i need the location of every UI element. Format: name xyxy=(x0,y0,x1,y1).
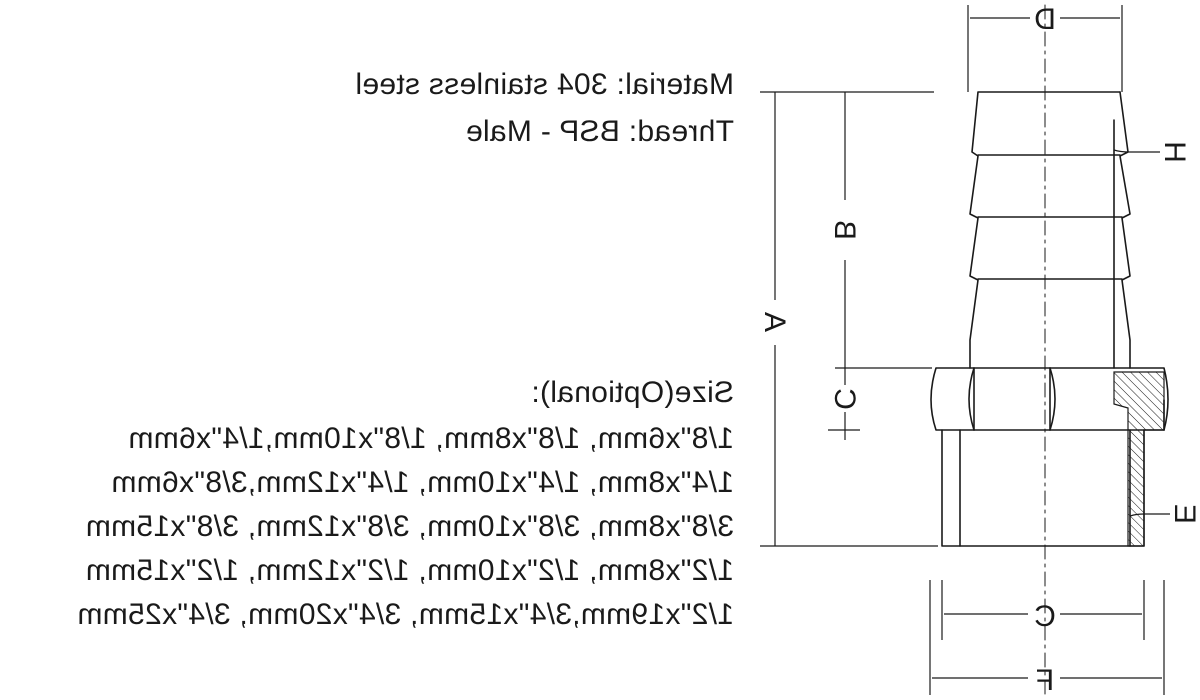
hex-nut xyxy=(930,367,1169,431)
dim-label-e: E xyxy=(1168,504,1200,524)
dim-label-a: A xyxy=(758,312,791,332)
thread-body xyxy=(941,429,1145,547)
dim-label-c-upper: C xyxy=(828,388,861,410)
section-hatch xyxy=(1113,371,1165,547)
hex-curve-2 xyxy=(968,367,975,431)
dim-label-d: D xyxy=(1034,3,1056,36)
dim-label-c-lower: C xyxy=(1034,600,1056,633)
hex-curve-1 xyxy=(1049,367,1056,431)
dim-e-leader xyxy=(1129,513,1170,517)
dim-h-leader xyxy=(1113,149,1160,153)
barb-outline xyxy=(969,91,1121,369)
dim-label-h: H xyxy=(1158,141,1191,163)
dim-label-f: F xyxy=(1036,664,1054,697)
barb-section xyxy=(1119,91,1131,369)
dim-label-b: B xyxy=(828,220,861,240)
